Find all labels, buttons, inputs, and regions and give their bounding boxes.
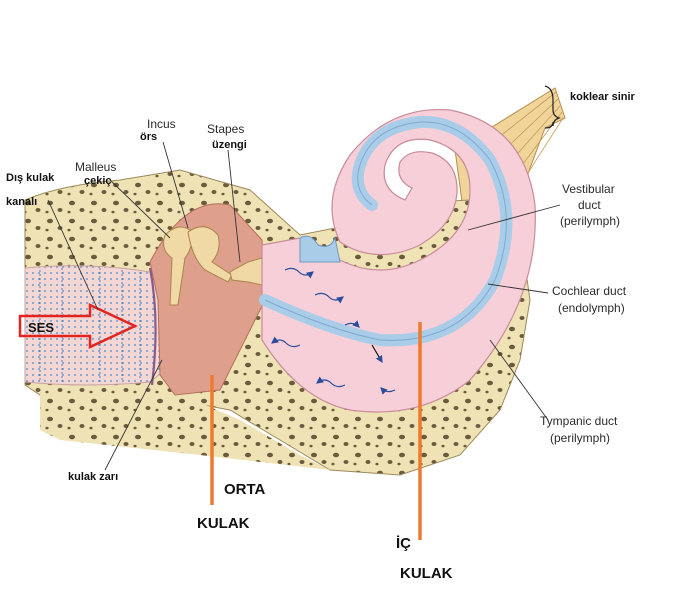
incus-bone [187,226,233,283]
tympanic-label-1: Tympanic duct [540,414,618,428]
sound-wave-bands [39,268,141,384]
malleus-label: Malleus [75,160,116,174]
sound-arrow [18,303,138,349]
koklear-sinir-label: koklear sinir [570,91,636,103]
eardrum [148,267,157,386]
cochlea-outer [261,108,536,413]
malleus-bone [163,226,193,306]
stapes-label: Stapes [207,122,244,136]
ses-label: SES [28,320,54,335]
orta-label: ORTA [224,481,266,498]
cochlear-label-2: (endolymph) [558,301,625,315]
dis-kulak-label: Dış kulak [6,172,55,184]
tympanic-label-2: (perilymph) [550,431,610,445]
kulak-zari-label: kulak zarı [68,471,118,483]
ic-kulak-label: KULAK [400,565,453,582]
ors-label: örs [140,131,157,143]
temporal-bone-lower [40,385,330,470]
uzengi-label: üzengi [212,139,247,151]
incus-label: Incus [147,117,176,131]
orta-kulak-label: KULAK [197,515,250,532]
ic-label: İÇ [396,535,411,552]
vestibular-label-2: duct [578,198,601,212]
vestibular-label-3: (perilymph) [560,214,620,228]
vestibular-label-1: Vestibular [562,182,615,196]
cochlear-label-1: Cochlear duct [552,284,627,298]
fluid-wave-arrows [271,267,396,395]
nerve-brace [544,85,561,129]
basilar-deflection-arrow [371,344,383,364]
cekic-label: çekiç [84,175,112,187]
vestibule [299,235,341,263]
kanali-label: kanalı [6,196,37,208]
leader-lines [47,141,561,471]
